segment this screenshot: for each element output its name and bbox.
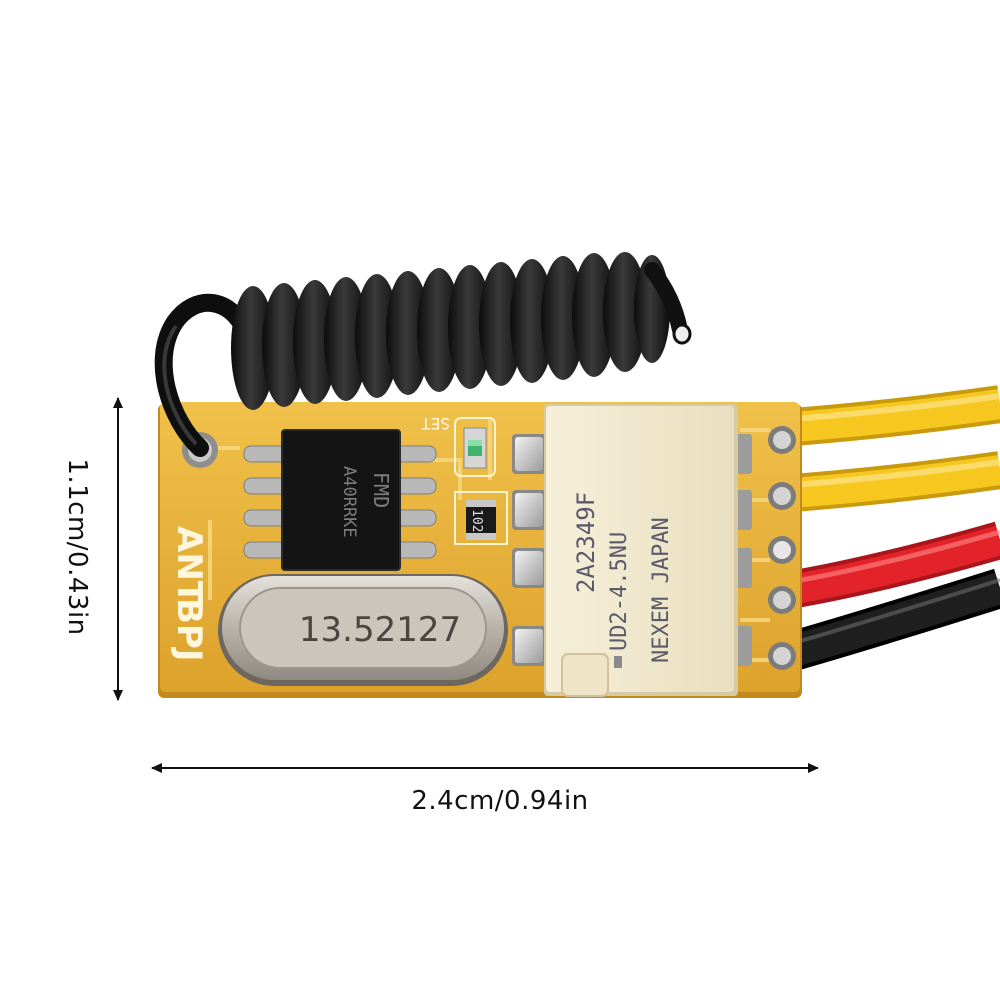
chip-marking-line2: A40RRKE [339,466,359,538]
silkscreen-ant-label: ANT [169,526,209,605]
crystal-frequency-label: 13.52127 [299,610,461,650]
relay-marking-line2: UD2-4.5NU [607,532,632,651]
antenna-lead [154,293,255,457]
relay: 2A2349F UD2-4.5NU NEXEM JAPAN [544,404,738,697]
chip-marking-line1: FMD [369,472,393,508]
width-dimension-label: 2.4cm/0.94in [411,786,589,816]
height-dimension-label: 1.1cm/0.43in [62,458,92,636]
silkscreen-brand-label: BPJ [169,598,209,661]
relay-solder-pads [512,434,752,666]
resistor-code-label: 102 [469,509,484,532]
crystal-oscillator: 13.52127 [218,574,508,686]
antenna-coil [231,252,692,410]
status-led [463,427,487,469]
wire-solder-joints [768,426,796,670]
relay-marking-line3: NEXEM JAPAN [649,517,674,663]
smd-resistor: 102 [466,500,496,540]
output-wires [778,385,1000,672]
relay-marking-line1: 2A2349F [572,492,600,593]
silkscreen-set-label: SET [421,414,450,433]
microcontroller-chip: FMD A40RRKE [243,429,437,571]
